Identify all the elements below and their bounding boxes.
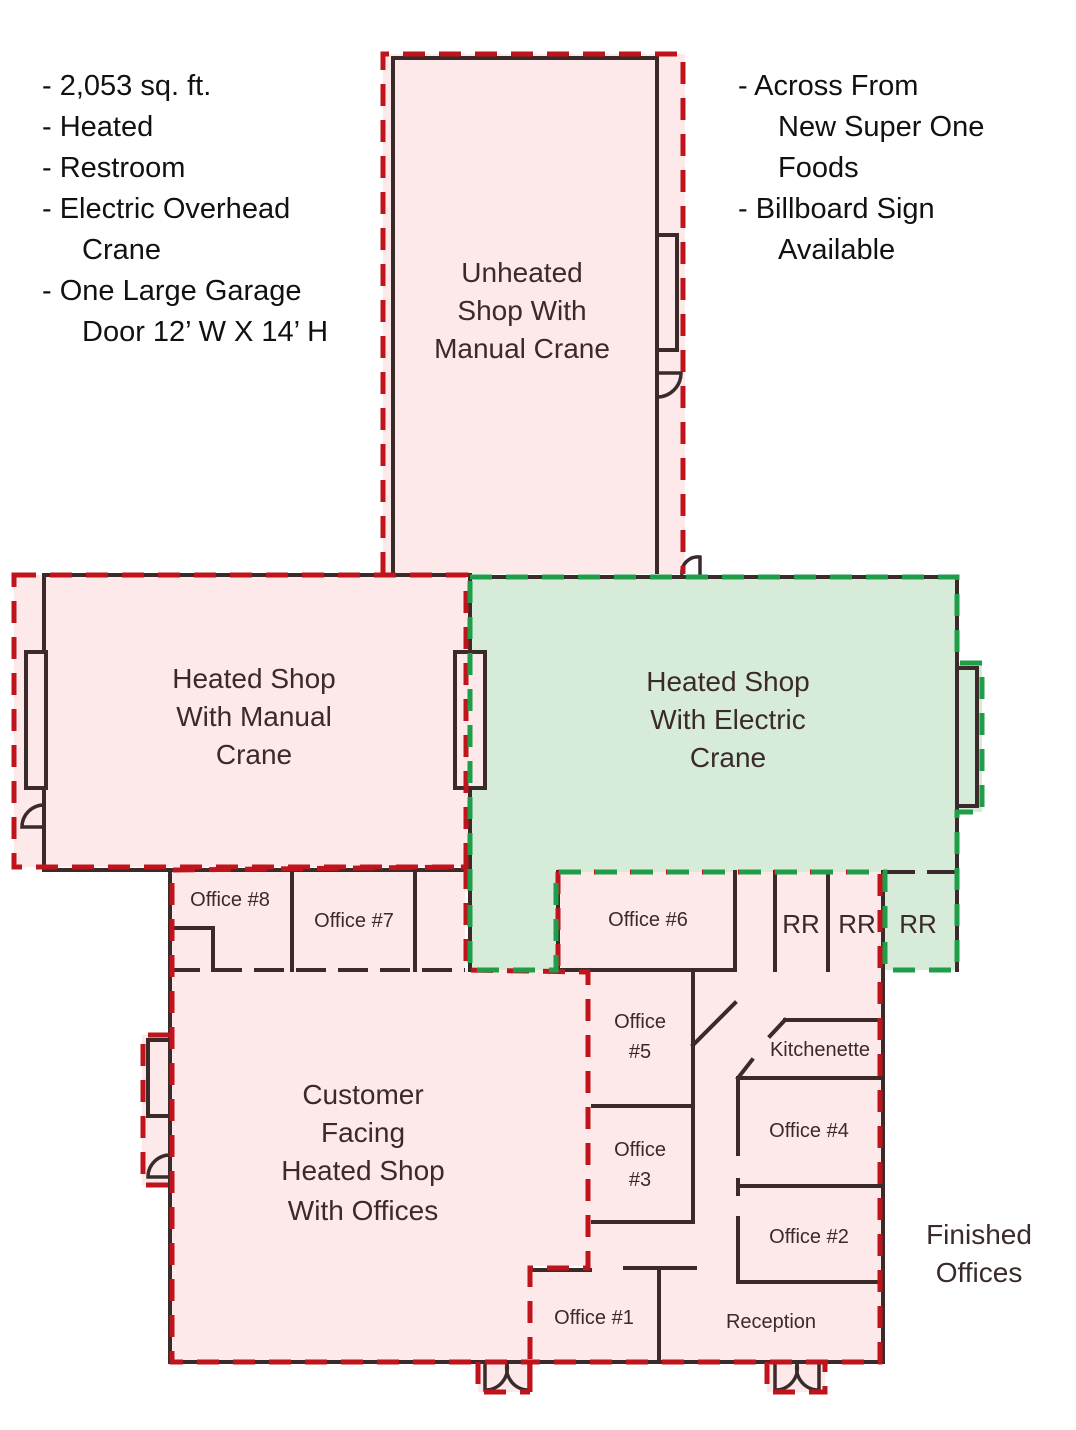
room-label-kitchenette: Kitchenette — [770, 1039, 870, 1061]
room-label-office-5: Office — [614, 1011, 666, 1033]
unheated-shop-label: Manual Crane — [434, 333, 610, 364]
feature-item: Door 12’ W X 14’ H — [82, 316, 329, 348]
garage-door — [955, 666, 979, 808]
heated-shop-manual-label: Crane — [216, 739, 292, 770]
room-label-reception: Reception — [726, 1311, 816, 1333]
heated-shop-manual-outline — [11, 572, 469, 870]
door-swing — [20, 803, 45, 829]
customer-shop-label: Facing — [321, 1117, 405, 1148]
room-label-office-6: Office #6 — [608, 909, 688, 931]
room-labels: Office #8 Office #7 Office #6 RR RR RR O… — [190, 889, 937, 1333]
room-label-office-4: Office #4 — [769, 1120, 849, 1142]
door-swing — [656, 371, 683, 399]
corridor-markings — [170, 870, 957, 972]
room-label-office-3: #3 — [629, 1169, 651, 1191]
feature-item: - Electric Overhead — [42, 193, 291, 225]
features-list-left: - 2,053 sq. ft. - Heated - Restroom - El… — [42, 66, 328, 353]
kitchenette-wall — [735, 1057, 755, 1081]
feature-item: - Restroom — [42, 152, 186, 184]
feature-item: Foods — [778, 152, 859, 184]
finished-offices-text: Finished — [926, 1219, 1032, 1250]
heated-shop-electric-label: Heated Shop — [646, 666, 809, 697]
room-label-office-3: Office — [614, 1139, 666, 1161]
office-2-wall — [736, 1216, 882, 1284]
door-swing — [690, 1000, 738, 1048]
highlight-outline — [467, 574, 985, 973]
feature-item: - 2,053 sq. ft. — [42, 70, 212, 102]
office-8-wall — [170, 926, 215, 972]
feature-item: - Billboard Sign — [738, 193, 935, 225]
feature-item: New Super One — [778, 111, 985, 143]
finished-offices-label: Finished Offices — [926, 1219, 1032, 1288]
customer-shop-area — [170, 970, 590, 1362]
customer-shop-label: With Offices — [288, 1195, 438, 1226]
room-label-office-8: Office #8 — [190, 889, 270, 911]
unheated-shop-label: Unheated — [461, 257, 582, 288]
customer-shop-label: Heated Shop — [281, 1155, 444, 1186]
heated-shop-manual-label: Heated Shop — [172, 663, 335, 694]
room-label-office-2: Office #2 — [769, 1226, 849, 1248]
feature-item: - Heated — [42, 111, 154, 143]
garage-door — [655, 233, 679, 352]
heated-shop-manual-area — [14, 575, 468, 867]
garage-door — [146, 1038, 172, 1118]
unheated-shop-area — [383, 54, 685, 574]
area-fills — [14, 54, 982, 1392]
finished-offices-text: Offices — [936, 1257, 1023, 1288]
area-labels: Unheated Shop With Manual Crane Heated S… — [172, 257, 809, 1226]
room-label-office-1: Office #1 — [554, 1307, 634, 1329]
heated-shop-manual-label: With Manual — [176, 701, 332, 732]
unheated-shop-label: Shop With — [457, 295, 586, 326]
garage-doors — [24, 233, 979, 1118]
room-label-office-5: #5 — [629, 1041, 651, 1063]
entry-door-outline — [475, 1362, 530, 1395]
feature-item: Crane — [82, 234, 161, 266]
heated-shop-electric-label: Crane — [690, 742, 766, 773]
room-label-office-7: Office #7 — [314, 910, 394, 932]
room-label-rr: RR — [782, 909, 820, 939]
feature-item: - One Large Garage — [42, 275, 302, 307]
entry-door-outline — [140, 1032, 170, 1188]
garage-door — [24, 650, 48, 790]
features-list-right: - Across From New Super One Foods - Bill… — [738, 66, 984, 271]
room-label-rr: RR — [838, 909, 876, 939]
feature-item: Available — [778, 234, 896, 266]
feature-item: - Across From — [738, 70, 919, 102]
heated-shop-electric-outline — [467, 574, 985, 973]
kitchenette-wall — [767, 1017, 788, 1039]
room-label-rr: RR — [899, 909, 937, 939]
unheated-shop-outline — [380, 51, 686, 574]
offices-wing-area — [530, 872, 883, 1362]
heated-shop-electric-label: With Electric — [650, 704, 806, 735]
door-swing — [146, 1153, 171, 1179]
customer-shop-label: Customer — [302, 1079, 423, 1110]
entry-door-outline — [764, 1362, 828, 1395]
